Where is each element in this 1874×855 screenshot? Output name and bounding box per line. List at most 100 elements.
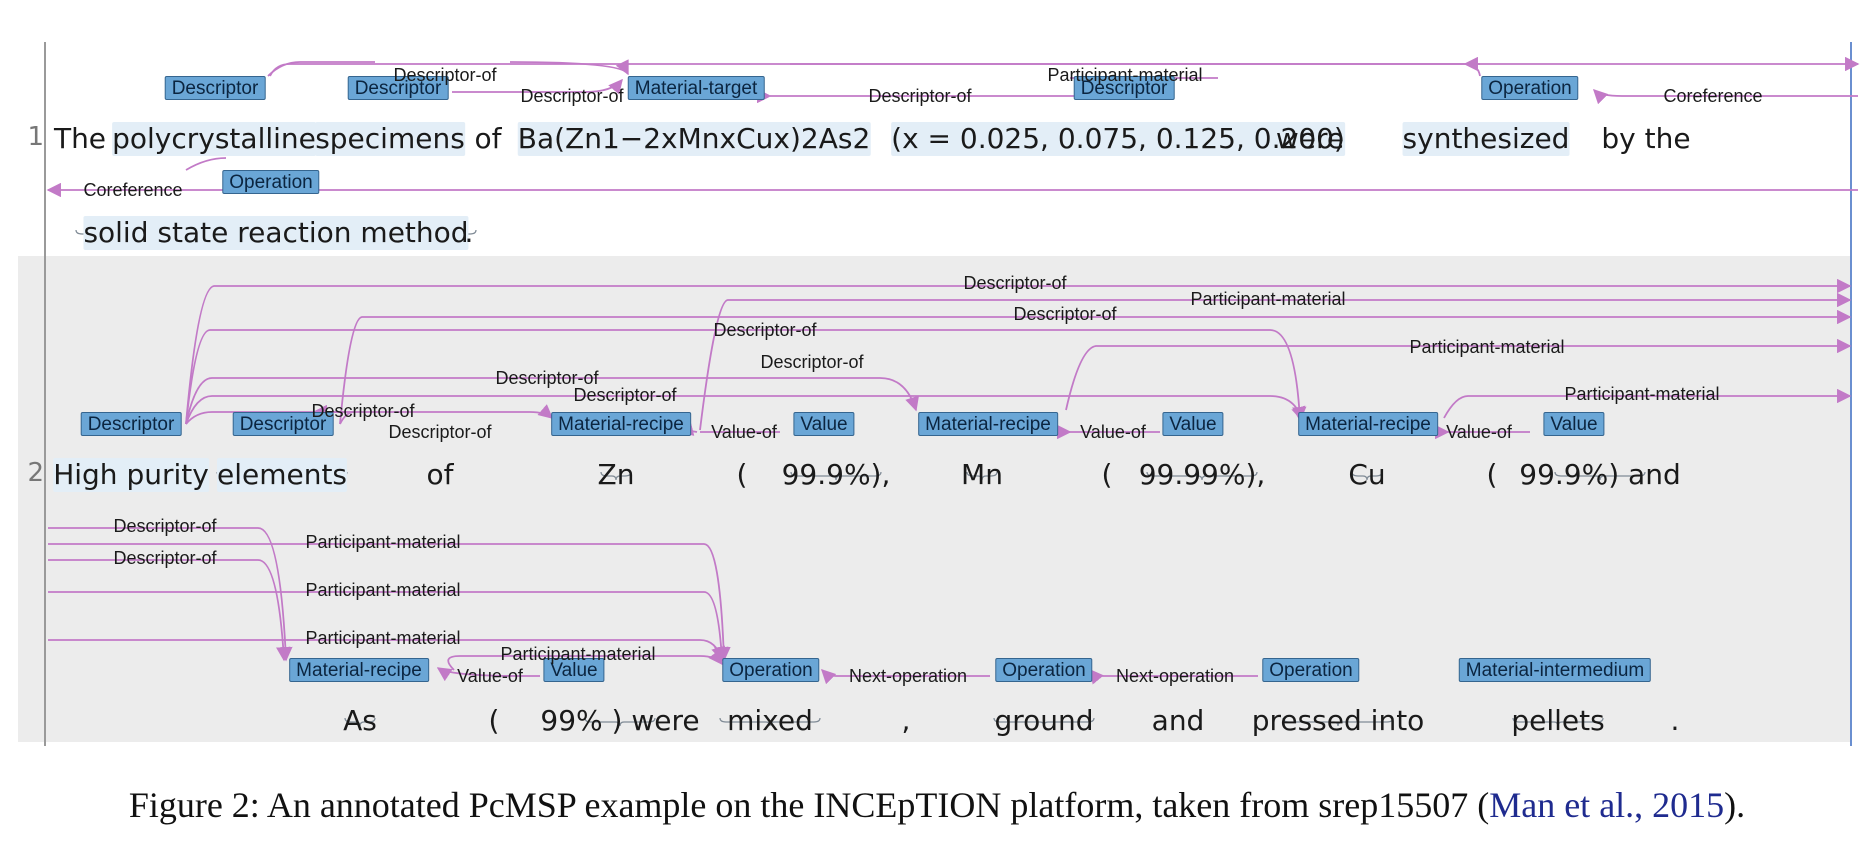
token[interactable]: The: [53, 122, 107, 155]
relation-label[interactable]: Coreference: [83, 180, 183, 200]
token[interactable]: .: [1670, 704, 1680, 737]
citation-link[interactable]: Man et al., 2015: [1489, 785, 1724, 825]
caption-text: Figure 2: An annotated PcMSP example on …: [128, 785, 1490, 825]
token[interactable]: were: [1275, 122, 1345, 155]
token[interactable]: 99.9%),: [781, 458, 891, 491]
token[interactable]: of: [426, 458, 454, 491]
relation-label[interactable]: Participant-material: [305, 580, 461, 600]
relation-label[interactable]: Participant-material: [305, 628, 461, 648]
span-label-descriptor[interactable]: Descriptor: [164, 76, 266, 100]
relation-label[interactable]: Descriptor-of: [113, 516, 217, 536]
span-label-operation[interactable]: Operation: [222, 170, 320, 194]
relation-label[interactable]: Descriptor-of: [713, 320, 817, 340]
token[interactable]: ,: [901, 704, 911, 737]
span-brace: [719, 717, 821, 727]
token[interactable]: Cu: [1348, 458, 1386, 491]
relation-label[interactable]: Next-operation: [1115, 666, 1235, 686]
span-label-material-intermedium[interactable]: Material-intermedium: [1458, 658, 1652, 682]
span-label-operation[interactable]: Operation: [1481, 76, 1579, 100]
relation-label[interactable]: Descriptor-of: [868, 86, 972, 106]
relation-arc: [447, 649, 723, 671]
token[interactable]: (x = 0.025, 0.075, 0.125, 0.200): [891, 122, 1345, 156]
token[interactable]: Zn: [597, 458, 635, 491]
span-brace: [1282, 717, 1394, 727]
relation-label[interactable]: Descriptor-of: [393, 65, 497, 85]
relation-label[interactable]: Descriptor-of: [963, 273, 1067, 293]
token[interactable]: 99.9%) and: [1519, 458, 1681, 491]
token[interactable]: specimens: [315, 122, 465, 156]
span-label-operation[interactable]: Operation: [995, 658, 1093, 682]
relation-label[interactable]: Value-of: [711, 422, 777, 442]
token[interactable]: Mn: [961, 458, 1003, 491]
span-label-operation[interactable]: Operation: [1262, 658, 1360, 682]
span-label-descriptor[interactable]: Descriptor: [347, 76, 449, 100]
relation-arc: [452, 78, 623, 95]
token[interactable]: 99.99%),: [1138, 458, 1266, 491]
relation-label[interactable]: Descriptor-of: [1013, 304, 1117, 324]
token[interactable]: .: [464, 216, 474, 249]
token[interactable]: Ba(Zn1−2xMnxCux)2As2: [517, 122, 871, 156]
relation-label[interactable]: Participant-material: [305, 532, 461, 552]
relation-label[interactable]: Participant-material: [1564, 384, 1720, 404]
relation-label[interactable]: Participant-material: [500, 644, 656, 664]
relation-label[interactable]: Value-of: [1080, 422, 1146, 442]
relation-label[interactable]: Descriptor-of: [311, 401, 415, 421]
relation-arc: [48, 527, 293, 662]
span-label-value[interactable]: Value: [793, 412, 855, 436]
token[interactable]: (: [1486, 458, 1498, 491]
relation-label[interactable]: Participant-material: [1190, 289, 1346, 309]
token[interactable]: As: [343, 704, 377, 737]
span-label-descriptor[interactable]: Descriptor: [80, 412, 182, 436]
span-label-material-recipe[interactable]: Material-recipe: [289, 658, 429, 682]
token[interactable]: synthesized: [1402, 122, 1570, 156]
span-label-descriptor[interactable]: Descriptor: [232, 412, 334, 436]
span-brace: [993, 717, 1095, 727]
relation-label[interactable]: Descriptor-of: [495, 368, 599, 388]
span-label-material-recipe[interactable]: Material-recipe: [918, 412, 1058, 436]
relation-label[interactable]: Participant-material: [1409, 337, 1565, 357]
citation-author: Man et al.,: [1489, 785, 1653, 825]
relation-label[interactable]: Descriptor-of: [520, 86, 624, 106]
line-number-1: 1: [27, 122, 44, 152]
relation-arcs: [46, 56, 1860, 727]
relation-arc: [820, 668, 990, 685]
relation-label[interactable]: Participant-material: [1047, 65, 1203, 85]
relation-label[interactable]: Descriptor-of: [388, 422, 492, 442]
relation-label[interactable]: Value-of: [457, 666, 523, 686]
token[interactable]: pressed into: [1251, 704, 1425, 737]
relation-arc: [48, 559, 291, 662]
span-label-value[interactable]: Value: [543, 658, 605, 682]
token[interactable]: by the: [1601, 122, 1691, 155]
span-label-material-target[interactable]: Material-target: [627, 76, 765, 100]
relation-arc: [185, 157, 227, 171]
span-brace: [966, 471, 998, 481]
token[interactable]: elements: [216, 458, 348, 492]
relation-label[interactable]: Descriptor-of: [573, 385, 677, 405]
span-label-operation[interactable]: Operation: [722, 658, 820, 682]
token[interactable]: polycrystalline: [112, 122, 316, 156]
relation-label[interactable]: Coreference: [1663, 86, 1763, 106]
relation-label[interactable]: Value-of: [1446, 422, 1512, 442]
span-label-descriptor[interactable]: Descriptor: [1073, 76, 1175, 100]
token[interactable]: High purity: [53, 458, 209, 492]
span-brace: [344, 717, 376, 727]
span-label-material-recipe[interactable]: Material-recipe: [551, 412, 691, 436]
token[interactable]: ground: [994, 704, 1094, 737]
token[interactable]: and: [1151, 704, 1205, 737]
span-brace: [600, 471, 632, 481]
relation-label[interactable]: Descriptor-of: [113, 548, 217, 568]
token[interactable]: of: [474, 122, 502, 155]
token[interactable]: (: [736, 458, 748, 491]
relation-label[interactable]: Next-operation: [848, 666, 968, 686]
token[interactable]: solid state reaction method: [83, 216, 469, 250]
token[interactable]: pellets: [1511, 704, 1605, 737]
span-label-value[interactable]: Value: [1543, 412, 1605, 436]
token[interactable]: (: [1101, 458, 1113, 491]
span-label-value[interactable]: Value: [1162, 412, 1224, 436]
token[interactable]: (: [488, 704, 500, 737]
relation-arc: [1592, 88, 1858, 105]
span-label-material-recipe[interactable]: Material-recipe: [1298, 412, 1438, 436]
token[interactable]: mixed: [727, 704, 813, 737]
relation-label[interactable]: Descriptor-of: [760, 352, 864, 372]
token[interactable]: 99% ) were: [540, 704, 700, 737]
